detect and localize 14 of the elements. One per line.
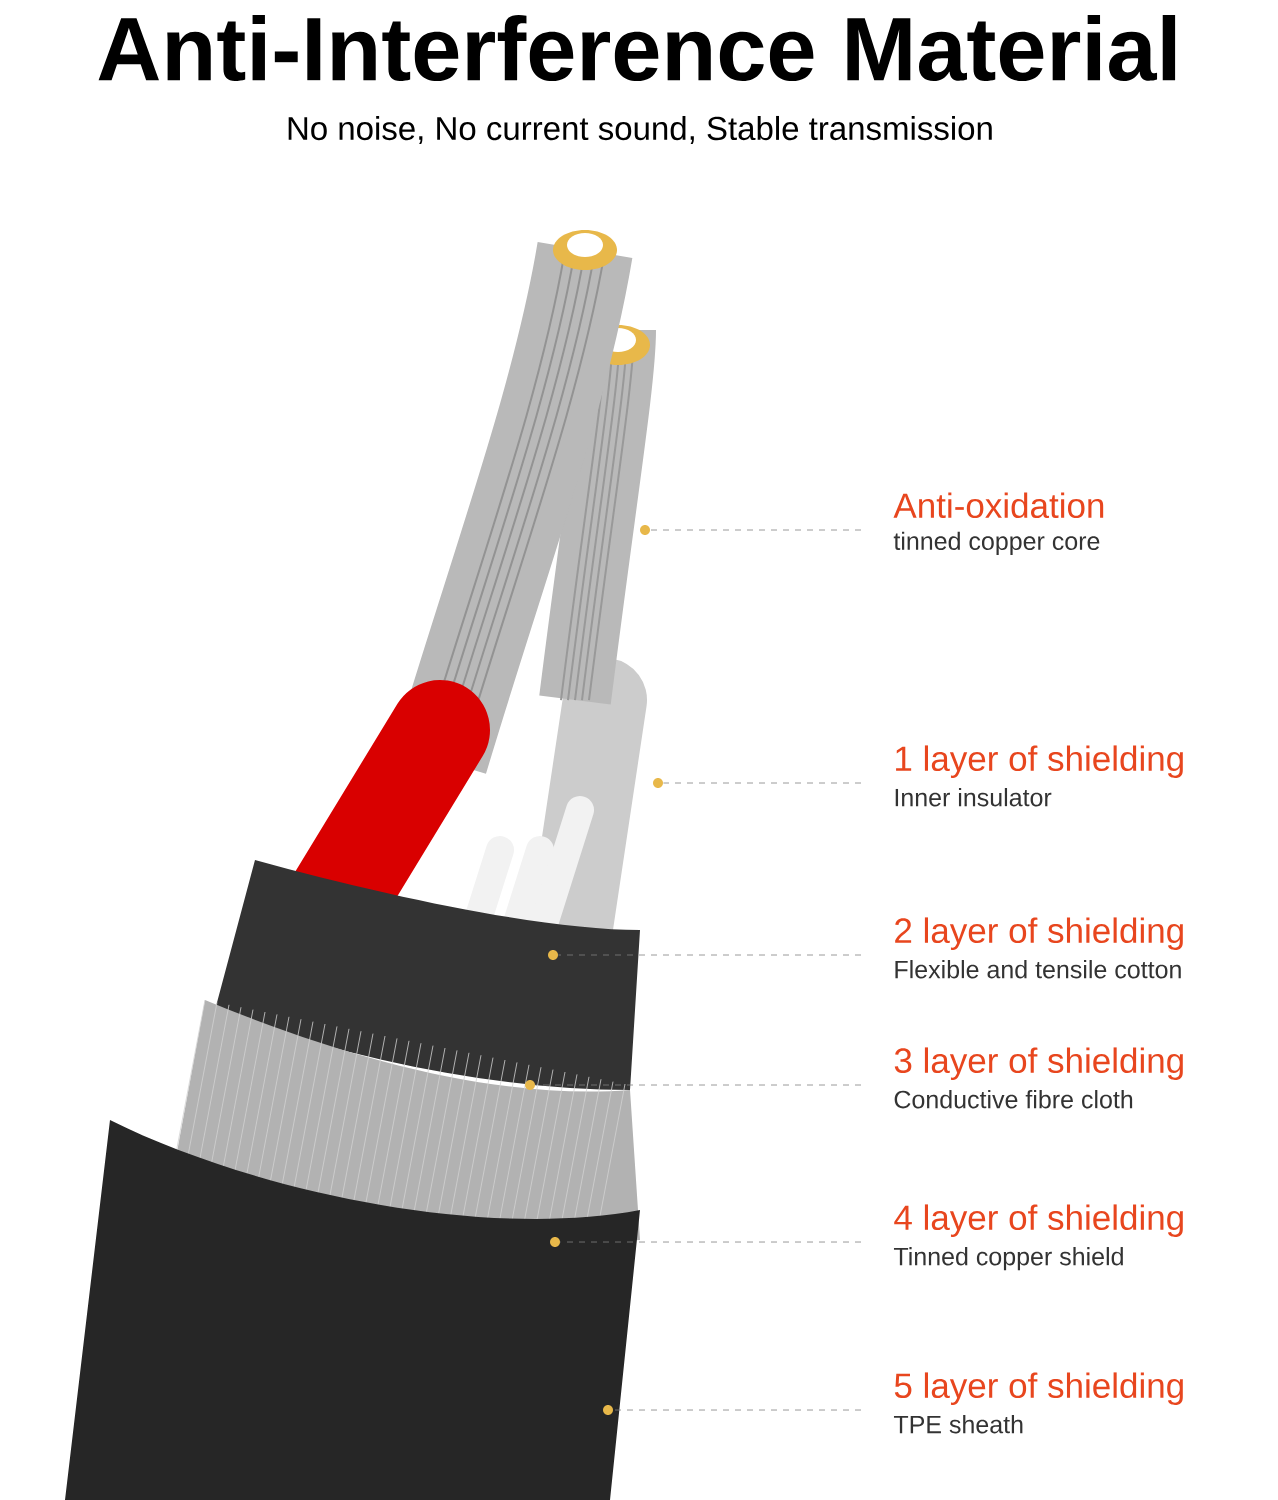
leader-line [650, 529, 862, 531]
leader-line [663, 782, 862, 784]
callout-text: 1 layer of shielding Inner insulator [895, 745, 1183, 807]
callout-text: 2 layer of shielding Flexible and tensile cotton [895, 917, 1183, 979]
callout-text: 3 layer of shielding Conductive fibre cloth [894, 1047, 1183, 1109]
title: Anti-Interference Material [98, 14, 1176, 82]
leader-line [535, 1084, 862, 1086]
subtitle: No noise, No current sound, Stable transmission [288, 115, 992, 145]
leader-line [558, 954, 862, 956]
callout-text: 5 layer of shielding TPE sheath [893, 1372, 1183, 1434]
leader-line [613, 1409, 862, 1411]
callout-text: 4 layer of shielding Tinned copper shield [893, 1204, 1183, 1271]
leader-line [560, 1241, 862, 1243]
callout-text: Anti-oxidation tinned copper core [893, 492, 1104, 555]
